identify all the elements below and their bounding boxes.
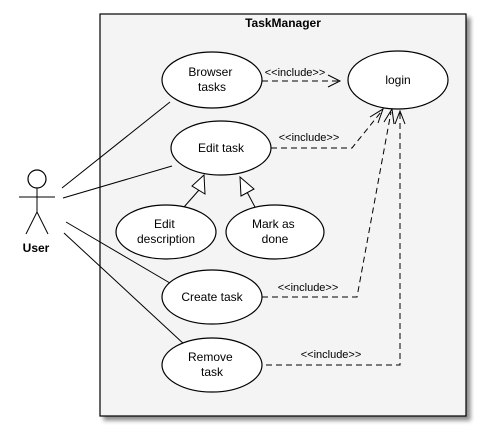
assoc-remove: [63, 232, 186, 346]
uc-label-line: Remove: [188, 350, 233, 364]
uc-label-line: done: [262, 232, 289, 246]
uc-label-line: Edit task: [198, 141, 245, 155]
assoc-browse: [61, 101, 171, 189]
uc-label-line: tasks: [198, 80, 226, 94]
svg-text:Edit description: Edit description: [137, 217, 195, 246]
assoc-edit: [62, 165, 173, 199]
use-case-mark-as-done[interactable]: Mark as done: [225, 204, 325, 260]
use-case-create-task[interactable]: Create task: [161, 269, 263, 325]
use-case-remove-task[interactable]: Remove task: [161, 337, 263, 393]
use-case-edit-task[interactable]: Edit task: [170, 120, 272, 176]
use-case-edit-description[interactable]: Edit description: [115, 204, 217, 260]
svg-text:Browser tasks: Browser tasks: [188, 65, 235, 94]
use-case-browse-tasks[interactable]: Browser tasks: [161, 51, 263, 109]
svg-text:Remove task: Remove task: [188, 350, 236, 379]
generalizations: [183, 173, 256, 208]
uc-label-line: Edit: [154, 217, 175, 231]
gen-arrow-mark-done: [239, 175, 255, 197]
include-remove: [266, 112, 401, 366]
include-dependencies: [262, 74, 406, 366]
actor-label: User: [23, 241, 50, 255]
uc-label-line: Mark as: [252, 217, 295, 231]
associations: [61, 101, 186, 346]
use-case-login[interactable]: login: [347, 50, 449, 110]
system-title: TaskManager: [245, 16, 321, 30]
actor-user[interactable]: User: [19, 169, 55, 255]
include-create: [262, 111, 392, 298]
include-edit: [271, 111, 382, 149]
uc-label-line: task: [201, 365, 224, 379]
actor-head: [27, 169, 47, 189]
uc-label-line: login: [385, 73, 410, 87]
gen-arrow-edit-desc: [191, 173, 206, 195]
include-label-edit: <<include>>: [279, 132, 340, 144]
uc-label-line: Browser: [188, 65, 232, 79]
include-label-browse: <<include>>: [265, 67, 326, 79]
include-label-remove: <<include>>: [301, 349, 362, 361]
uc-label-line: description: [137, 232, 195, 246]
svg-text:Mark as done: Mark as done: [252, 217, 298, 246]
assoc-create: [65, 221, 176, 287]
include-label-create: <<include>>: [278, 282, 339, 294]
uc-label-line: Create task: [181, 290, 243, 304]
